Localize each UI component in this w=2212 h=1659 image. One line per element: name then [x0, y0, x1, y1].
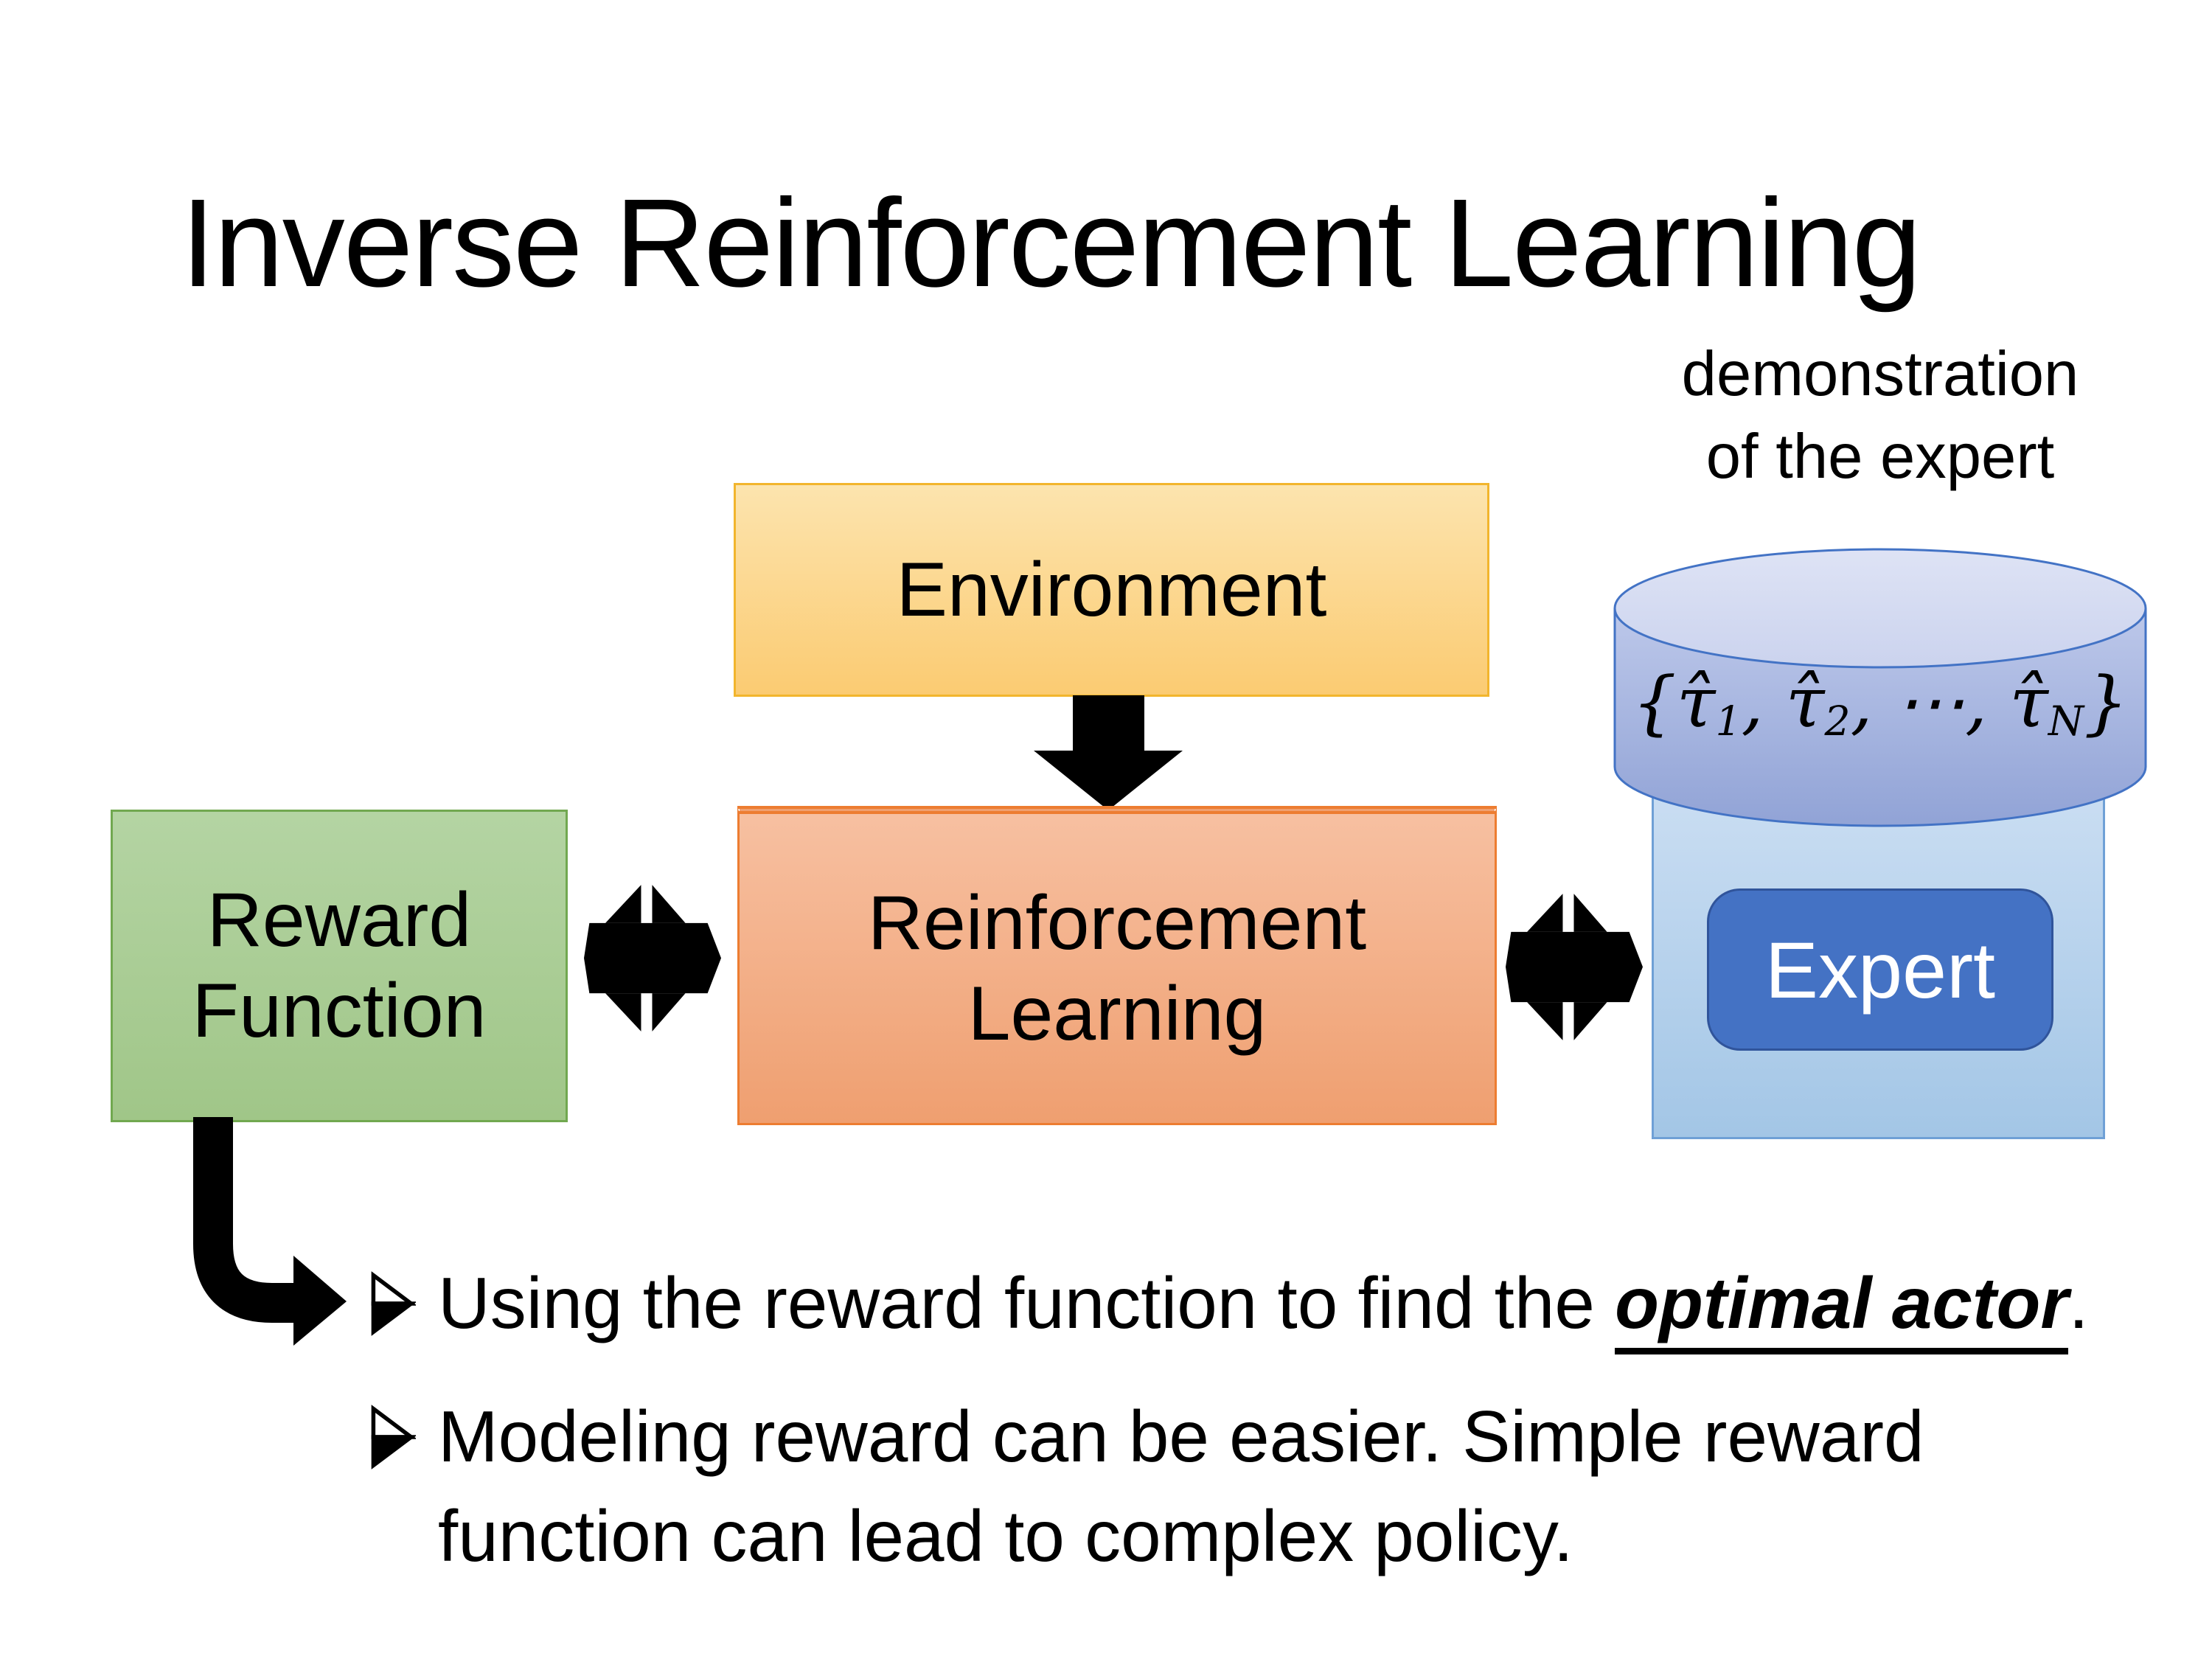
env-to-rl-arrow-icon [1034, 695, 1183, 810]
reward-to-bullets-bent-arrow-icon [193, 1117, 347, 1346]
bullet-arrow-icon [371, 1271, 416, 1336]
bullet-item-optimal-actor: Using the reward function to find the op… [369, 1253, 2138, 1354]
bullet-arrow-icon [371, 1405, 416, 1470]
reward-rl-double-arrow-icon [584, 885, 721, 1032]
bullet-text: Using the reward function to find the op… [438, 1253, 2089, 1354]
reinforcement-learning-label: Reinforcement Learning [867, 880, 1367, 1057]
bullet-text: Modeling reward can be easier. Simple re… [438, 1396, 1924, 1577]
demonstration-database-cylinder [1613, 548, 2147, 827]
rl-expert-double-arrow-icon [1506, 894, 1643, 1040]
optimal-actor-highlight: optimal actor [1615, 1262, 2069, 1354]
reward-function-label: Reward Function [192, 877, 487, 1054]
demonstration-caption: demonstration of the expert [1681, 339, 2079, 493]
environment-box: Environment [734, 483, 1489, 697]
reward-function-box: Reward Function [111, 810, 568, 1122]
bullet-item-modeling-reward: Modeling reward can be easier. Simple re… [369, 1387, 2138, 1586]
reinforcement-learning-box: Reinforcement Learning [737, 806, 1497, 1125]
expert-box: Expert [1707, 888, 2053, 1051]
page-title: Inverse Reinforcement Learning [181, 173, 1921, 313]
bullet-list: Using the reward function to find the op… [369, 1253, 2138, 1621]
trajectory-set-label: {τ̂1, τ̂2, ⋯, τ̂N} [1632, 662, 2129, 745]
environment-label: Environment [896, 546, 1327, 633]
expert-label: Expert [1764, 925, 1996, 1015]
